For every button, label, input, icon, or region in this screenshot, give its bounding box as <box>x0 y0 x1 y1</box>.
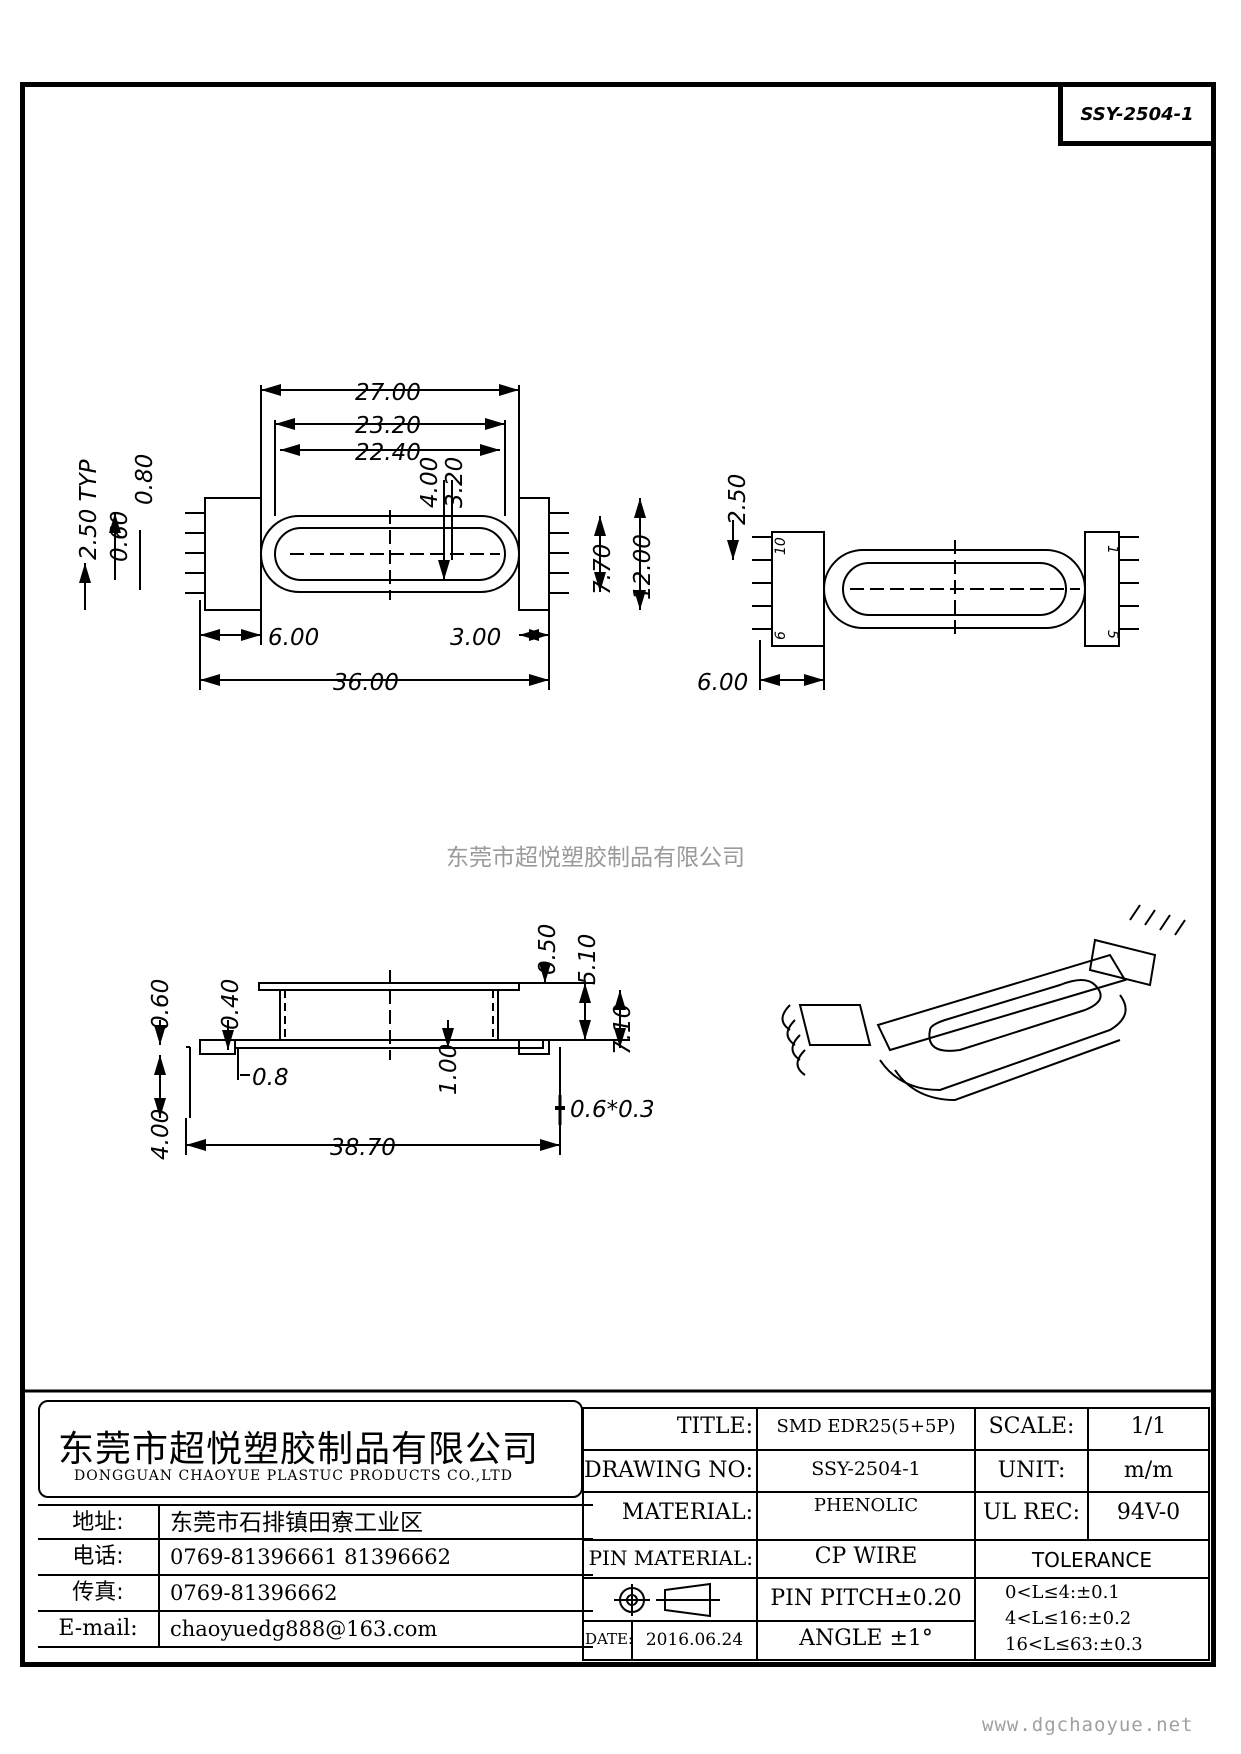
address-value: 东莞市石排镇田寮工业区 <box>170 1510 423 1536</box>
title-label: TITLE: <box>676 1414 753 1439</box>
material-label: MATERIAL: <box>621 1500 753 1525</box>
pin-pitch: PIN PITCH±0.20 <box>770 1586 962 1611</box>
pin-label-10: 10 <box>773 537 789 555</box>
pin-material-value: CP WIRE <box>814 1544 918 1569</box>
fax-row: 传真: 0769-81396662 <box>38 1576 593 1612</box>
company-box <box>38 1400 583 1498</box>
dim-top-d4: 4.00 <box>417 457 443 508</box>
pin-material-label: PIN MATERIAL: <box>588 1546 753 1570</box>
unit-label: UNIT: <box>997 1458 1066 1483</box>
dim-top-d3: 22.40 <box>355 440 421 466</box>
drawing-no-value: SSY-2504-1 <box>811 1458 921 1480</box>
drawing-no-label: DRAWING NO: <box>583 1458 753 1483</box>
dimension-labels: 27.00 23.20 22.40 4.00 3.20 0.80 2.50 TY… <box>76 380 1120 1161</box>
dim-front-d3: 7.10 <box>610 1004 636 1055</box>
dim-front-d7: 1.00 <box>436 1044 462 1095</box>
title-block: 东莞市超悦塑胶制品有限公司 DONGGUAN CHAOYUE PLASTUC P… <box>20 1388 1216 1667</box>
angle-tolerance: ANGLE ±1° <box>799 1626 933 1651</box>
isometric-view <box>781 904 1186 1102</box>
dim-front-d5: 0.40 <box>218 979 244 1030</box>
dim-front-d6: 0.8 <box>252 1065 289 1091</box>
dim-top-d9: 7.70 <box>590 544 616 595</box>
top-view <box>79 384 646 690</box>
title-value: SMD EDR25(5+5P) <box>776 1416 956 1437</box>
drawing-frame: SSY-2504-1 <box>20 82 1216 1667</box>
scale-value: 1/1 <box>1130 1414 1167 1439</box>
tolerance-line-1: 0<L≤4:±0.1 <box>1005 1582 1120 1603</box>
drawing-code: SSY-2504-1 <box>1080 103 1194 125</box>
unit-value: m/m <box>1123 1458 1174 1483</box>
tolerance-label: TOLERANCE <box>1031 1548 1153 1572</box>
phone-value: 0769-81396661 81396662 <box>170 1545 451 1569</box>
ul-rec-value: 94V-0 <box>1116 1500 1181 1525</box>
dim-top-d1: 27.00 <box>355 380 421 406</box>
front-view <box>154 963 630 1155</box>
dim-top-d6: 0.80 <box>132 454 158 505</box>
dim-top-d11: 6.00 <box>268 625 319 651</box>
dim-front-d9: 4.00 <box>148 1109 174 1160</box>
dim-top-d8: 0.60 <box>107 511 133 562</box>
dim-front-d1: 0.50 <box>535 924 561 975</box>
date-label: DATE: <box>585 1630 634 1648</box>
pin-label-5: 5 <box>1104 630 1120 639</box>
date-value: 2016.06.24 <box>645 1630 744 1650</box>
drawing-code-box: SSY-2504-1 <box>1058 82 1216 146</box>
watermark: 东莞市超悦塑胶制品有限公司 <box>446 845 745 871</box>
phone-row: 电话: 0769-81396661 81396662 <box>38 1540 593 1576</box>
tolerance-line-2: 4<L≤16:±0.2 <box>1005 1608 1132 1629</box>
dim-front-d10: 38.70 <box>330 1135 396 1161</box>
drawing-views: 27.00 23.20 22.40 4.00 3.20 0.80 2.50 TY… <box>76 380 1186 1161</box>
address-label: 地址: <box>38 1506 160 1538</box>
phone-label: 电话: <box>38 1540 160 1574</box>
dim-top-d10: 12.00 <box>630 534 656 600</box>
side-view <box>727 520 1139 690</box>
address-row: 地址: 东莞市石排镇田寮工业区 <box>38 1504 593 1540</box>
dim-top-d12: 3.00 <box>450 625 501 651</box>
dim-side-d1: 2.50 <box>725 474 751 525</box>
material-value: PHENOLIC <box>813 1495 919 1516</box>
dim-top-d2: 23.20 <box>355 413 421 439</box>
website-url: www.dgchaoyue.net <box>982 1714 1194 1736</box>
pin-label-6: 6 <box>773 631 789 640</box>
dim-front-d8: 0.6*0.3 <box>570 1097 655 1123</box>
tolerance-line-3: 16<L≤63:±0.3 <box>1005 1634 1143 1655</box>
dim-top-d7: 2.50 TYP <box>76 459 102 560</box>
scale-label: SCALE: <box>988 1414 1075 1439</box>
email-value: chaoyuedg888@163.com <box>170 1617 438 1641</box>
company-name-en: DONGGUAN CHAOYUE PLASTUC PRODUCTS CO.,LT… <box>74 1468 513 1484</box>
dim-front-d2: 5.10 <box>575 934 601 985</box>
pin-label-1: 1 <box>1104 545 1120 554</box>
email-label: E-mail: <box>38 1612 160 1646</box>
dim-top-d5: 3.20 <box>442 457 468 508</box>
company-name-cn: 东莞市超悦塑胶制品有限公司 <box>58 1429 540 1470</box>
dim-front-d4: 0.60 <box>148 979 174 1030</box>
ul-rec-label: UL REC: <box>982 1500 1080 1525</box>
email-row: E-mail: chaoyuedg888@163.com <box>38 1612 593 1648</box>
dim-side-d2: 6.00 <box>697 670 748 696</box>
fax-label: 传真: <box>38 1576 160 1610</box>
title-block-lines <box>20 1389 1216 1661</box>
fax-value: 0769-81396662 <box>170 1581 338 1605</box>
dim-top-d13: 36.00 <box>333 670 399 696</box>
